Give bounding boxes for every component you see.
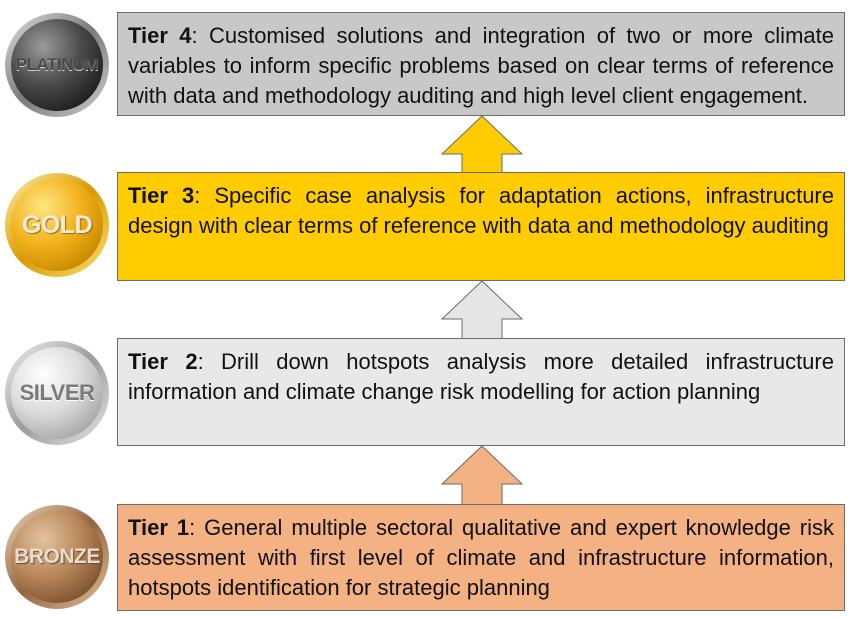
- platinum-medal-icon: PLATINUM: [2, 10, 112, 120]
- gold-medal-label: GOLD: [21, 210, 93, 239]
- tier1-box: Tier 1: General multiple sectoral qualit…: [117, 504, 845, 611]
- tier2-label: Tier 2: [128, 349, 198, 374]
- tier1-label: Tier 1: [128, 515, 190, 540]
- tier2-text: : Drill down hotspots analysis more deta…: [128, 349, 834, 404]
- arrow-tier1-to-tier2: [440, 445, 524, 507]
- bronze-medal-label: BRONZE: [14, 545, 100, 568]
- gold-medal-icon: GOLD: [2, 170, 112, 280]
- tier4-label: Tier 4: [128, 23, 192, 48]
- silver-medal-label: SILVER: [19, 380, 95, 405]
- platinum-medal-label: PLATINUM: [15, 55, 99, 74]
- bronze-medal-icon: BRONZE: [2, 502, 112, 612]
- tier4-box: Tier 4: Customised solutions and integra…: [117, 12, 845, 116]
- tier3-text: : Specific case analysis for adaptation …: [128, 183, 834, 238]
- arrow-tier2-to-tier3: [440, 280, 524, 341]
- arrow-tier3-to-tier4: [440, 115, 524, 176]
- tier3-label: Tier 3: [128, 183, 195, 208]
- tier4-text: : Customised solutions and integration o…: [128, 23, 834, 108]
- tier1-text: : General multiple sectoral qualitative …: [128, 515, 834, 600]
- tier2-box: Tier 2: Drill down hotspots analysis mor…: [117, 338, 845, 446]
- silver-medal-icon: SILVER: [2, 338, 112, 448]
- tier3-box: Tier 3: Specific case analysis for adapt…: [117, 172, 845, 281]
